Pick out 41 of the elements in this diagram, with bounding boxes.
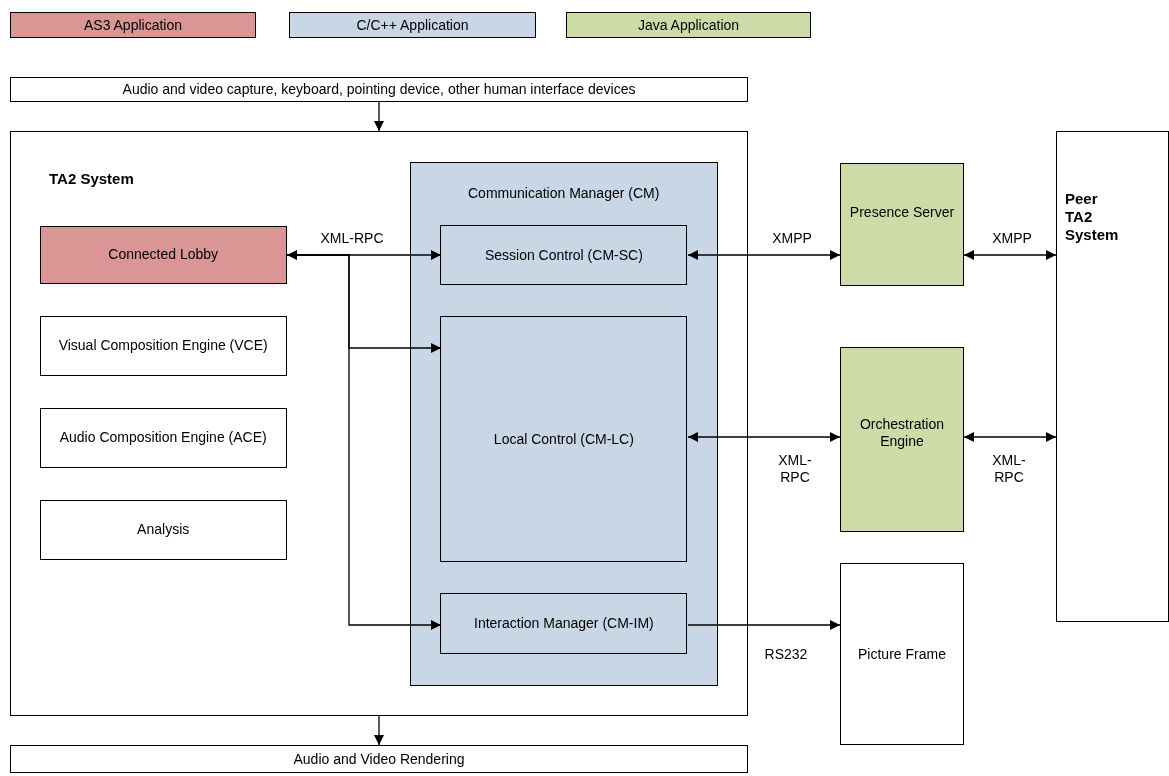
node-label: Audio and Video Rendering [293,750,465,768]
server-box [840,163,964,286]
component-box [39,407,287,468]
output-bar [10,745,748,773]
node-label: Audio and video capture, keyboard, pointing device, other human interface devices [122,81,636,98]
node-label: Analysis [137,521,190,539]
component-box [440,225,688,286]
device-box [840,563,964,745]
connector-arrow [374,101,384,132]
node-label: Audio Composition Engine (ACE) [59,429,267,447]
heading: TA2 System [49,170,134,188]
node-label: Picture Frame [858,645,946,663]
component-box [39,499,287,560]
component-box [39,225,287,284]
node-label: Communication Manager (CM) [468,184,660,202]
connector-arrow [687,432,841,442]
connector-arrow [687,620,841,630]
legend-label: AS3 Application [83,17,183,33]
server-box [840,347,964,532]
node-label: Orchestration Engine [858,416,945,450]
input-bar [10,77,748,102]
node-label: Local Control (CM-LC) [493,430,634,448]
legend-label: Java Application [637,17,740,33]
connector-arrow [963,432,1057,442]
connector-arrow [374,715,384,746]
node-label: Visual Composition Engine (VCE) [58,337,268,355]
heading: Peer TA2 System [1065,190,1120,244]
system-box [10,131,748,716]
connector-arrow [286,254,442,630]
manager-panel [409,161,718,686]
node-label: Interaction Manager (CM-IM) [474,615,654,633]
component-box [440,593,688,655]
connector-arrow [963,250,1057,260]
node-label: Connected Lobby [108,246,219,264]
component-box [39,315,287,376]
node-label: Presence Server [849,204,955,221]
component-box [440,316,688,563]
connector-arrow [687,250,841,260]
peer-system-box [1056,131,1169,622]
legend-label: C/C++ Application [356,17,469,33]
node-label: Session Control (CM-SC) [484,246,643,264]
